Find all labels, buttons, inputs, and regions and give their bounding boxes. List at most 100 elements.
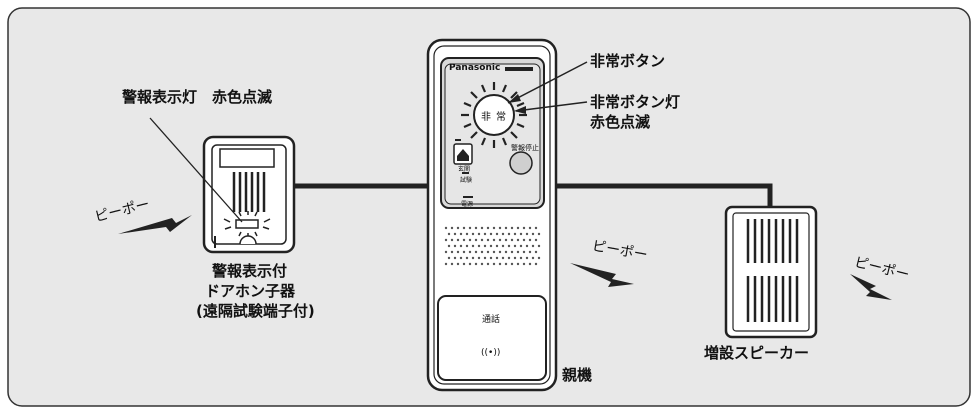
grille-hole	[504, 250, 508, 254]
grille-hole	[450, 262, 454, 266]
grille-hole	[453, 256, 457, 260]
grille-hole	[477, 232, 481, 236]
grille-hole	[501, 232, 505, 236]
grille-hole	[528, 238, 532, 242]
grille-hole	[462, 250, 466, 254]
talk-button-label: 通話	[482, 315, 501, 325]
grille-hole	[468, 262, 472, 266]
volume-icon: ((•))	[481, 348, 501, 358]
grille-hole	[471, 256, 475, 260]
grille-hole	[456, 250, 460, 254]
grille-hole	[453, 232, 457, 236]
grille-hole	[501, 256, 505, 260]
grille-hole	[489, 256, 493, 260]
grille-hole	[516, 250, 520, 254]
grille-hole	[531, 232, 535, 236]
grille-hole	[459, 256, 463, 260]
grille-hole	[462, 226, 466, 230]
grille-hole	[489, 232, 493, 236]
grille-hole	[528, 250, 532, 254]
grille-hole	[519, 244, 523, 248]
grille-hole	[519, 256, 523, 260]
door-station	[149, 117, 296, 254]
alarm-lamp-label: 警報表示灯 赤色点滅	[122, 88, 273, 106]
door-station-label-2: ドアホン子器	[205, 282, 296, 300]
grille-hole	[456, 262, 460, 266]
grille-hole	[513, 244, 517, 248]
grille-hole	[537, 256, 541, 260]
grille-hole	[525, 256, 529, 260]
grille-hole	[447, 244, 451, 248]
grille-hole	[486, 238, 490, 242]
grille-hole	[468, 226, 472, 230]
grille-hole	[462, 262, 466, 266]
emergency-button-text-2: 常	[496, 112, 506, 123]
grille-hole	[474, 226, 478, 230]
master-unit-label: 親機	[562, 366, 593, 384]
grille-hole	[531, 256, 535, 260]
grille-hole	[477, 244, 481, 248]
sound-arrow-left	[118, 215, 192, 234]
door-label: 玄関	[458, 166, 471, 173]
grille-hole	[450, 250, 454, 254]
grille-hole	[492, 262, 496, 266]
grille-hole	[510, 238, 514, 242]
grille-hole	[495, 232, 499, 236]
grille-hole	[456, 238, 460, 242]
sound-arrow-right	[850, 274, 892, 300]
grille-hole	[486, 250, 490, 254]
grille-hole	[522, 250, 526, 254]
grille-hole	[474, 262, 478, 266]
grille-hole	[495, 244, 499, 248]
grille-hole	[495, 256, 499, 260]
grille-hole	[528, 262, 532, 266]
grille-hole	[504, 226, 508, 230]
grille-hole	[498, 238, 502, 242]
grille-hole	[483, 256, 487, 260]
grille-hole	[498, 262, 502, 266]
grille-hole	[510, 262, 514, 266]
grille-hole	[504, 238, 508, 242]
grille-hole	[534, 238, 538, 242]
grille-hole	[465, 256, 469, 260]
grille-hole	[444, 238, 448, 242]
wiring	[290, 183, 773, 207]
grille-hole	[450, 238, 454, 242]
grille-hole	[465, 232, 469, 236]
grille-hole	[486, 262, 490, 266]
grille-hole	[447, 256, 451, 260]
emergency-button-text-1: 非	[481, 112, 491, 123]
grille-hole	[513, 232, 517, 236]
grille-hole	[525, 244, 529, 248]
emergency-lamp-label-2: 赤色点滅	[590, 113, 651, 131]
grille-hole	[459, 232, 463, 236]
grille-hole	[522, 226, 526, 230]
grille-hole	[516, 262, 520, 266]
grille-hole	[516, 226, 520, 230]
speaker-label: 増設スピーカー	[704, 344, 810, 362]
extension-speaker	[724, 205, 818, 339]
grille-hole	[465, 244, 469, 248]
grille-hole	[534, 226, 538, 230]
grille-hole	[468, 238, 472, 242]
grille-hole	[459, 244, 463, 248]
grille-hole	[531, 244, 535, 248]
grille-hole	[456, 226, 460, 230]
grille-hole	[480, 250, 484, 254]
grille-hole	[462, 238, 466, 242]
grille-hole	[450, 226, 454, 230]
grille-hole	[516, 238, 520, 242]
grille-hole	[447, 232, 451, 236]
grille-hole	[510, 250, 514, 254]
grille-hole	[537, 244, 541, 248]
grille-hole	[486, 226, 490, 230]
grille-hole	[468, 250, 472, 254]
door-station-label-3: (遠隔試験端子付)	[196, 302, 315, 320]
grille-hole	[525, 232, 529, 236]
grille-hole	[498, 226, 502, 230]
grille-hole	[444, 262, 448, 266]
grille-hole	[492, 250, 496, 254]
brand-logo: Panasonic	[449, 63, 501, 73]
grille-hole	[492, 226, 496, 230]
